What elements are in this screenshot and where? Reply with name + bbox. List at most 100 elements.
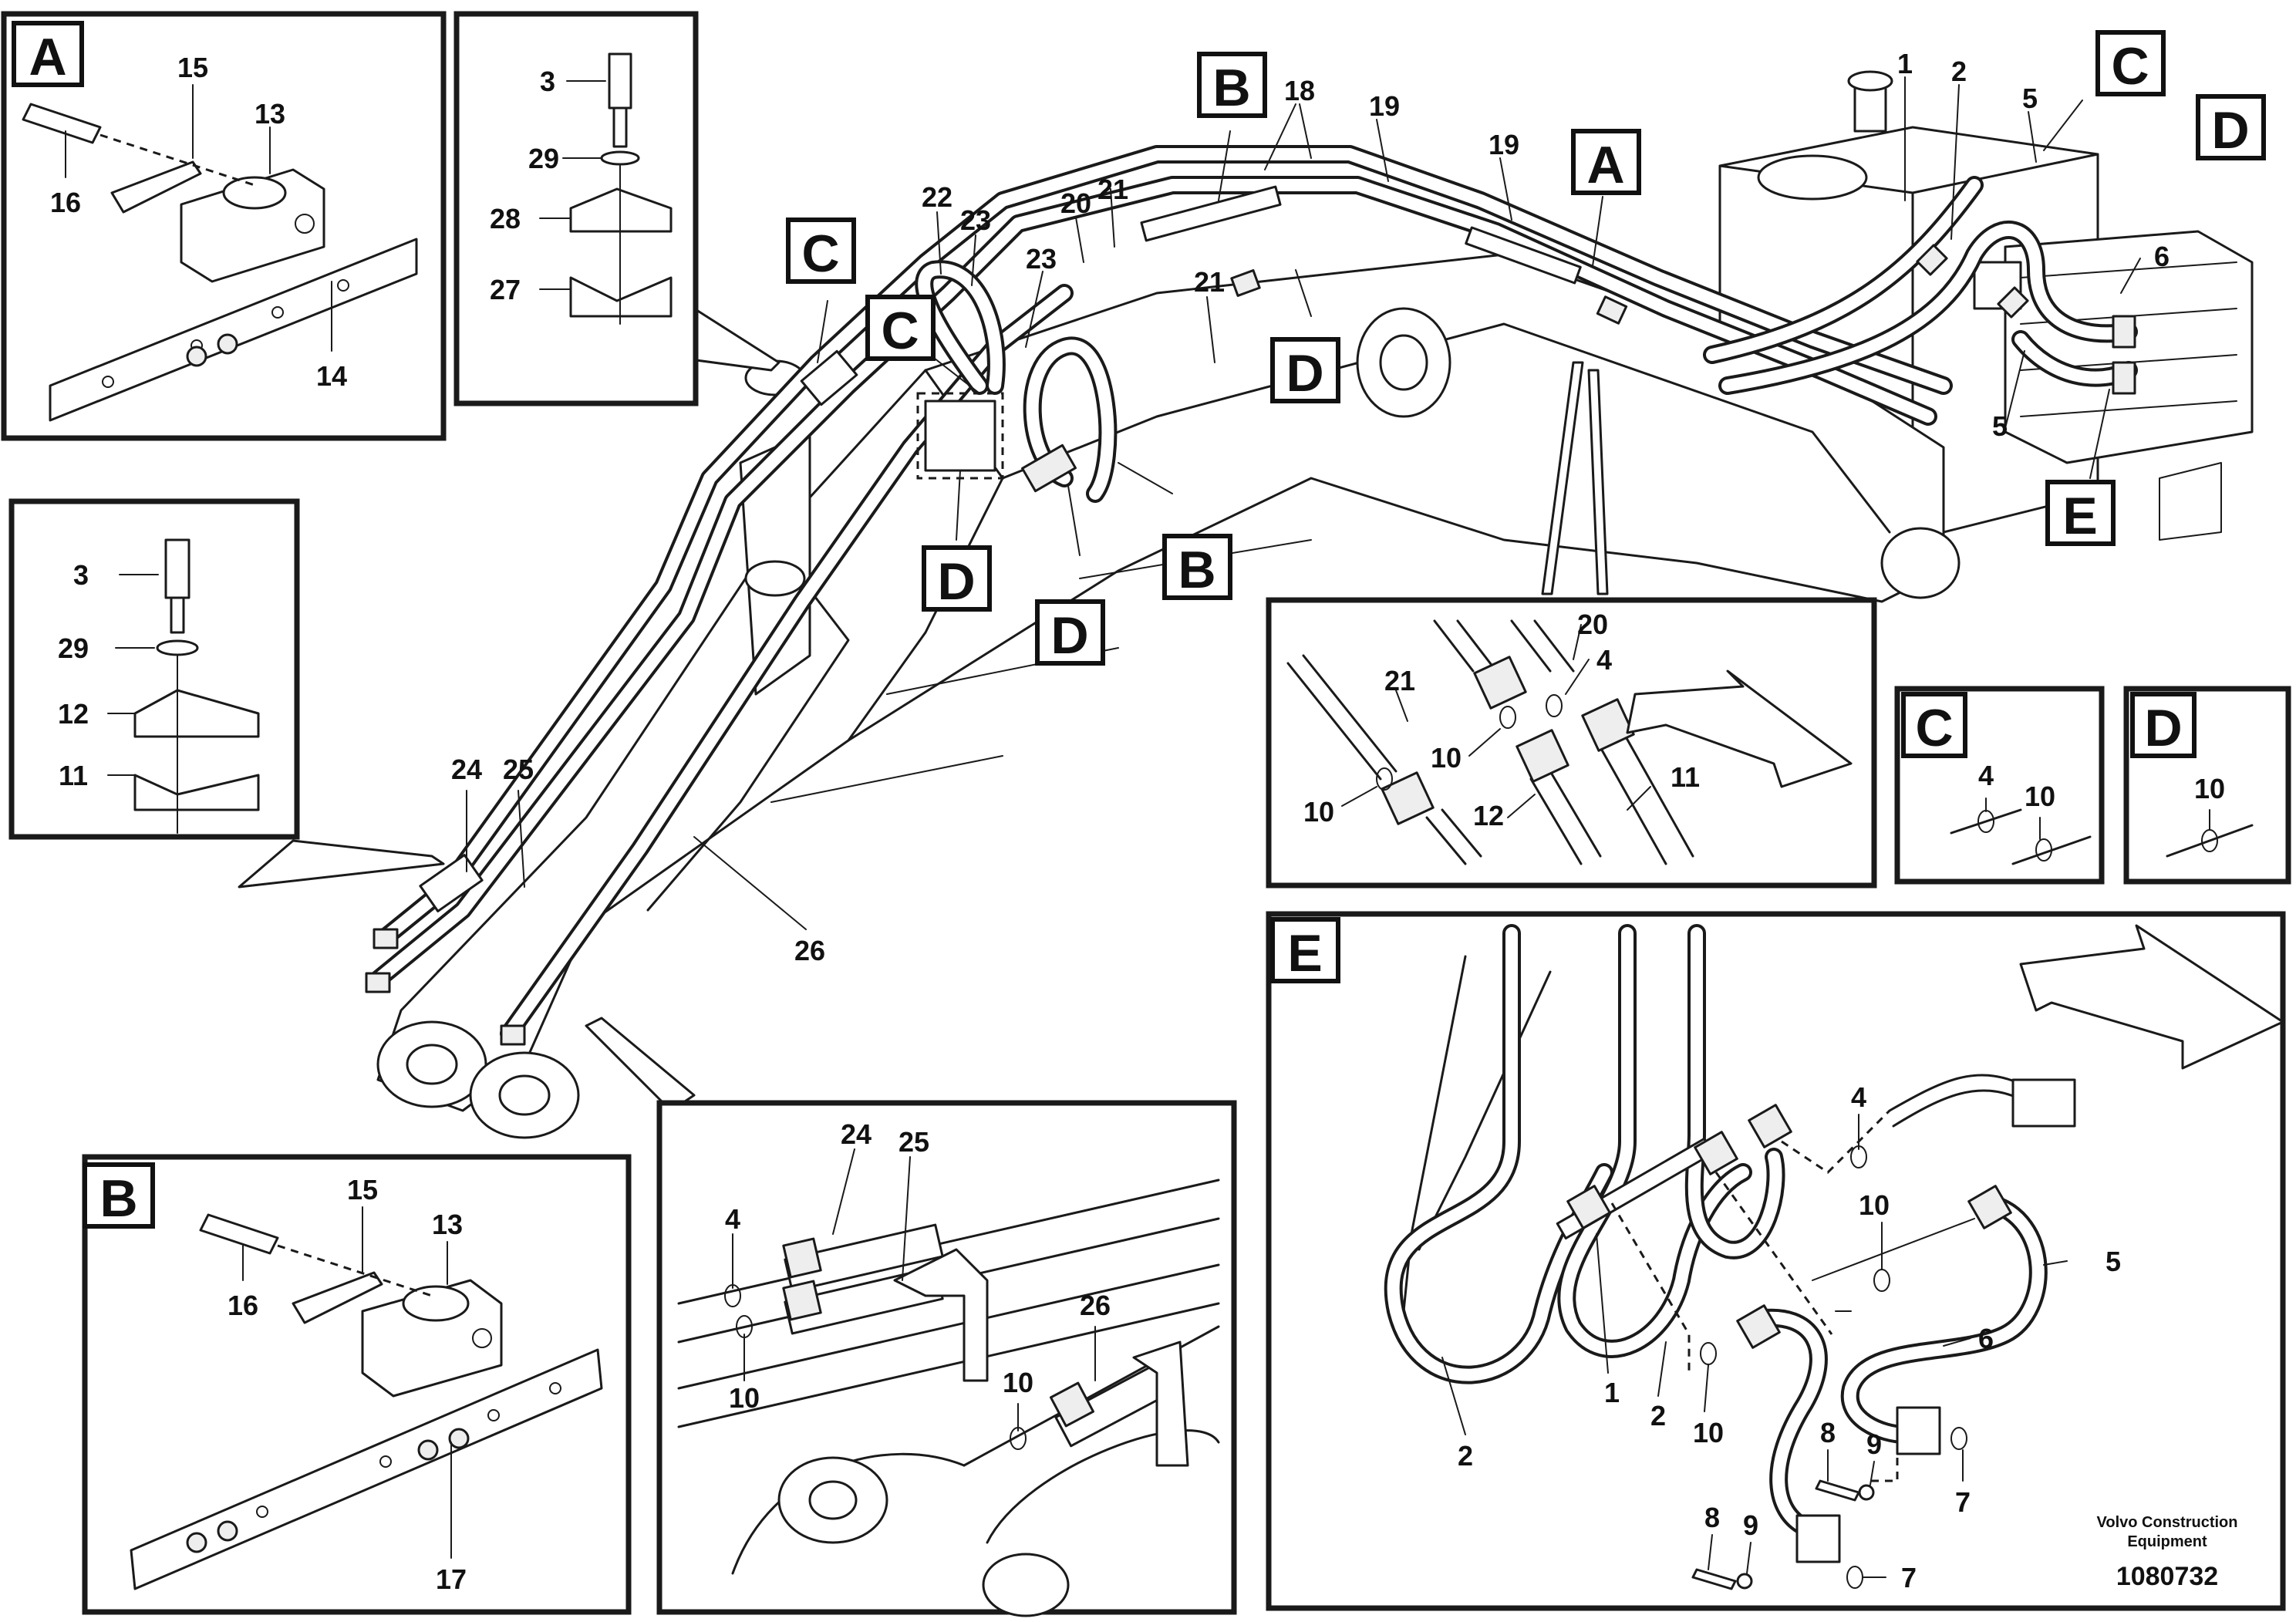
callout-4: 4 — [1851, 1081, 1866, 1113]
direction-arrow — [1626, 669, 1853, 788]
tag-e-main: E — [2045, 480, 2116, 546]
callout-6: 6 — [2154, 241, 2170, 272]
clamp-plate — [130, 1348, 603, 1590]
tag-d-main-right: D — [2196, 94, 2266, 160]
boom-eye — [777, 1456, 888, 1544]
clamp-block — [180, 168, 325, 283]
tag-c-main-left: C — [786, 218, 856, 284]
callout-19: 19 — [1489, 129, 1519, 160]
pointer-detail-bottom — [585, 1017, 696, 1112]
callout-7: 7 — [1955, 1486, 1971, 1518]
tag-b-detail: B — [83, 1162, 155, 1229]
callout-17: 17 — [436, 1563, 467, 1595]
callout-25: 25 — [899, 1126, 929, 1158]
callout-22: 22 — [922, 181, 952, 213]
callout-16: 16 — [50, 187, 81, 218]
clamp-plate — [49, 238, 418, 422]
callout-13: 13 — [255, 98, 285, 130]
callout-20: 20 — [1577, 609, 1608, 640]
detail-view-e — [1266, 911, 2286, 1611]
callout-26: 26 — [1080, 1290, 1111, 1321]
clamp-bracket — [893, 1248, 989, 1382]
pointer-view-a-bottom — [238, 839, 445, 889]
callout-10: 10 — [1859, 1189, 1890, 1221]
svg-text:D: D — [2144, 699, 2182, 757]
callout-21: 21 — [1194, 266, 1225, 298]
svg-text:C: C — [2111, 37, 2149, 96]
detail-view-clamp-stack-2 — [8, 498, 300, 840]
callout-14: 14 — [316, 360, 347, 392]
svg-text:C: C — [1915, 699, 1953, 757]
direction-arrow — [2019, 924, 2284, 1070]
tag-a-main: A — [1571, 129, 1641, 195]
hose-fitting — [1021, 443, 1077, 493]
callout-13: 13 — [432, 1209, 463, 1240]
svg-text:C: C — [881, 302, 919, 360]
callout-26: 26 — [794, 935, 825, 966]
boom-tip-eye-right — [469, 1051, 580, 1139]
hose-fitting — [365, 972, 391, 993]
callout-10: 10 — [729, 1382, 760, 1414]
callout-10: 10 — [1303, 796, 1334, 828]
hose-fitting — [782, 1280, 822, 1321]
clamp-half — [292, 1271, 383, 1324]
svg-text:D: D — [1286, 344, 1323, 403]
tag-d-main-left: D — [922, 545, 992, 612]
hose-fitting — [2112, 361, 2136, 395]
detail-view-b-clamp — [82, 1154, 632, 1615]
tag-b-main-top: B — [1197, 52, 1267, 118]
part-number: 1080732 — [2116, 1562, 2218, 1591]
lower-clamp-half — [569, 276, 673, 318]
callout-19: 19 — [1369, 90, 1400, 122]
svg-text:E: E — [2062, 487, 2097, 545]
valve-manifold — [924, 400, 996, 472]
callout-5: 5 — [1992, 410, 2008, 442]
callout-23: 23 — [1026, 243, 1057, 275]
callout-15: 15 — [347, 1174, 378, 1206]
bolt — [1815, 1479, 1860, 1502]
hose-fitting — [782, 1237, 822, 1279]
callout-11: 11 — [1671, 761, 1700, 793]
tag-d-main-boom: D — [1270, 337, 1340, 403]
callout-11: 11 — [59, 760, 88, 791]
upper-clamp-half — [133, 689, 260, 738]
tag-c-detail: C — [1901, 692, 1967, 758]
tag-d-main-mid: D — [1035, 599, 1105, 666]
washer — [1858, 1484, 1875, 1501]
bolt — [1691, 1568, 1737, 1590]
callout-4: 4 — [725, 1203, 740, 1235]
callout-28: 28 — [490, 203, 521, 234]
leader-lines — [466, 76, 2141, 930]
callout-25: 25 — [503, 754, 534, 785]
svg-text:C: C — [801, 224, 839, 283]
washer — [600, 150, 640, 166]
bolt — [22, 103, 102, 144]
svg-text:D: D — [1050, 606, 1088, 665]
callout-4: 4 — [1596, 644, 1612, 676]
callout-12: 12 — [1473, 800, 1504, 831]
hose-fitting — [1049, 1381, 1095, 1428]
pointer-a — [1541, 361, 1584, 595]
callout-23: 23 — [960, 204, 991, 236]
valve-port — [2011, 1078, 2076, 1128]
callout-21: 21 — [1097, 174, 1128, 205]
callout-27: 27 — [490, 274, 521, 305]
tank-cap — [1757, 154, 1868, 201]
svg-text:E: E — [1287, 924, 1322, 983]
bolt-head — [164, 538, 190, 599]
callout-10: 10 — [2194, 773, 2225, 804]
callout-numbers: 15 13 16 14 3 29 28 27 3 29 12 11 15 13 … — [50, 48, 2225, 1595]
hose-fitting — [1230, 269, 1261, 297]
brand-line-2: Equipment — [2127, 1533, 2207, 1550]
boom-assembly — [365, 70, 2254, 1139]
callout-15: 15 — [177, 52, 208, 83]
washer — [1736, 1573, 1753, 1590]
boom-pivot-hole — [1356, 307, 1451, 418]
detail-view-a-hoses — [1266, 597, 1877, 889]
svg-text:D: D — [937, 552, 975, 611]
svg-text:A: A — [29, 28, 66, 86]
callout-29: 29 — [58, 632, 89, 664]
callout-10: 10 — [1431, 742, 1462, 774]
clamp-half — [110, 160, 202, 214]
